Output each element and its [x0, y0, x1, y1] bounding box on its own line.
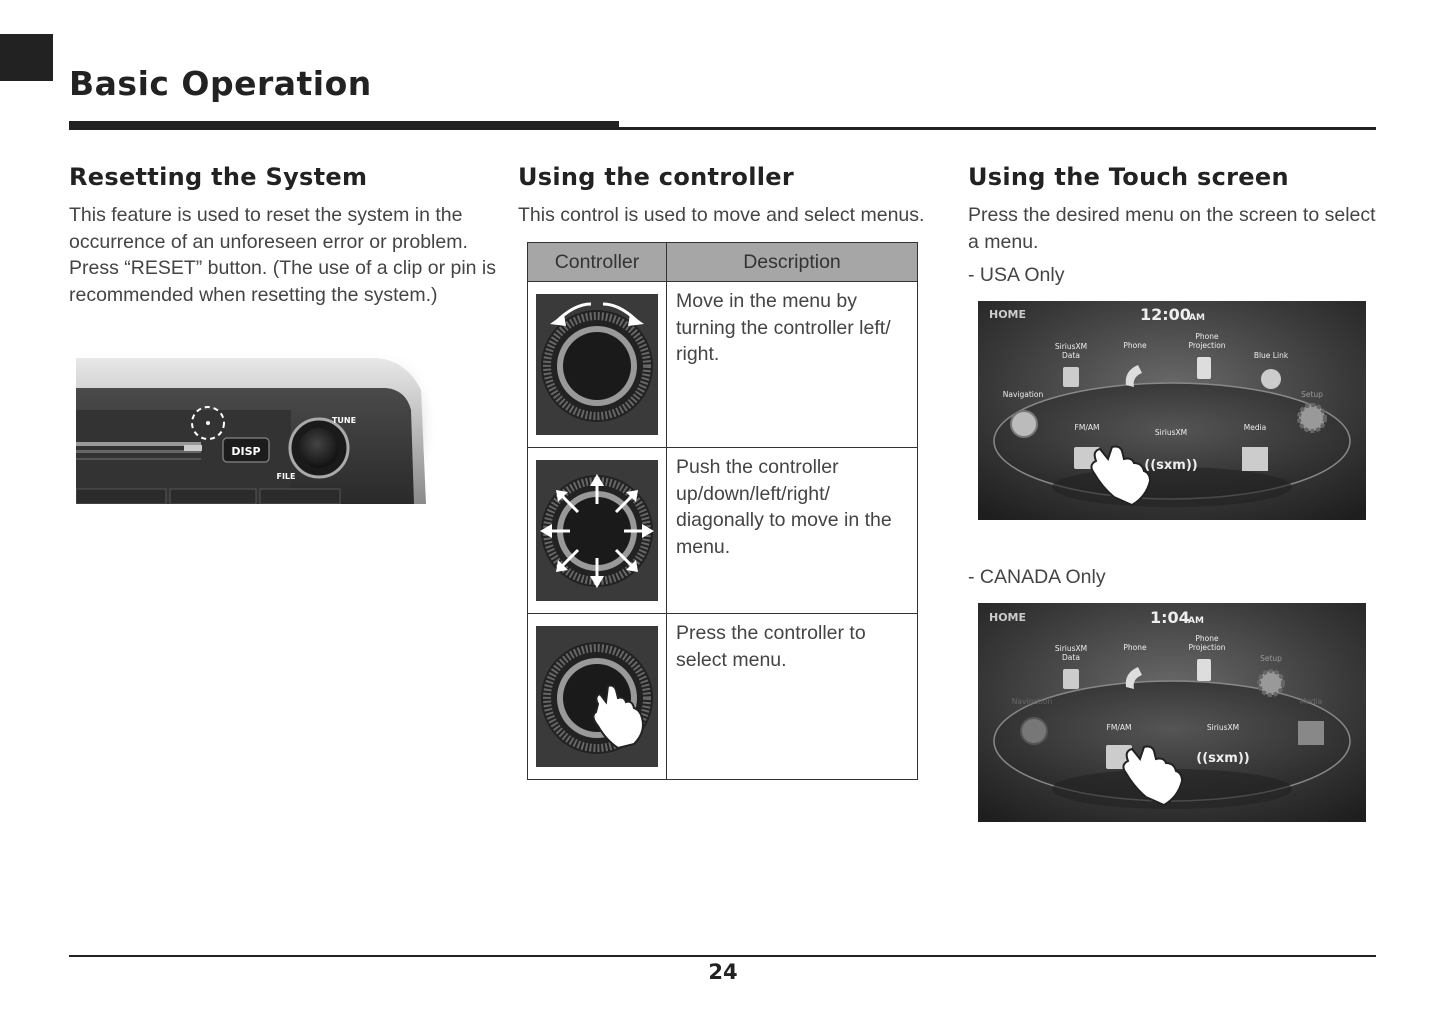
- menu-media-label: Media: [1300, 697, 1323, 706]
- touch-intro-line: a menu.: [968, 230, 1039, 253]
- menu-phone-projection-label-2: Projection: [1188, 643, 1225, 652]
- chapter-tab-marker: [0, 34, 53, 81]
- menu-fmam-label: FM/AM: [1075, 423, 1100, 432]
- phone-projection-icon: [1197, 659, 1211, 681]
- description-line: Move in the menu by: [676, 290, 858, 312]
- canada-label-text: - CANADA Only: [968, 566, 1106, 588]
- menu-setup-label: Setup: [1260, 654, 1282, 663]
- menu-media-label: Media: [1244, 423, 1267, 432]
- reset-body: This feature is used to reset the system…: [69, 202, 496, 308]
- title-rule-thick: [69, 121, 619, 130]
- description-line: Press the controller to: [676, 622, 866, 644]
- footer-rule: [69, 955, 1376, 957]
- tune-label: TUNE: [332, 416, 356, 425]
- setup-gear-icon: [1297, 403, 1327, 433]
- table-header-row: Controller Description: [527, 242, 918, 282]
- canada-only-label: - CANADA Only: [968, 564, 1106, 591]
- menu-setup-label: Setup: [1301, 390, 1323, 399]
- controller-table: Controller Description Move in t: [527, 242, 918, 780]
- menu-siriusxm-label: SiriusXM: [1155, 428, 1187, 437]
- controller-icon-cell: [527, 447, 667, 614]
- reset-line: This feature is used to reset the system…: [69, 204, 463, 226]
- file-label: FILE: [276, 472, 295, 481]
- menu-navigation-label: Navigation: [1003, 390, 1044, 399]
- menu-phone-projection-label: Phone: [1195, 332, 1219, 341]
- description-cell: Move in the menu by turning the controll…: [666, 281, 918, 448]
- menu-siriusxm-data-label-2: Data: [1062, 653, 1080, 662]
- menu-siriusxm-data-label-2: Data: [1062, 351, 1080, 360]
- page-number: 24: [708, 960, 738, 984]
- canada-home-screen: HOME 1:04 AM SiriusXM Data Phone Phone P…: [978, 603, 1366, 822]
- controller-intro: This control is used to move and select …: [518, 202, 924, 229]
- rotate-knob-icon: [536, 294, 658, 435]
- menu-blue-link-label: Blue Link: [1254, 351, 1289, 360]
- clock-time: 1:04: [1150, 608, 1190, 627]
- description-cell: Push the controller up/down/left/right/ …: [666, 447, 918, 614]
- reset-panel-illustration: DISP TUNE FILE: [76, 350, 438, 504]
- description-line: turning the controller left/: [676, 316, 891, 339]
- sxm-logo: ((sxm)): [1144, 458, 1197, 473]
- description-line: up/down/left/right/: [676, 482, 830, 505]
- title-rule-thin: [619, 127, 1376, 130]
- controller-heading: Using the controller: [518, 163, 794, 191]
- header-description: Description: [666, 242, 918, 282]
- menu-phone-label: Phone: [1123, 643, 1147, 652]
- navigation-compass-icon: [1020, 717, 1048, 745]
- siriusxm-data-icon: [1063, 367, 1079, 387]
- media-clapboard-icon: [1298, 721, 1324, 745]
- reset-line: recommended when resetting the system.): [69, 283, 438, 306]
- phone-projection-icon: [1197, 357, 1211, 379]
- controller-intro-line: This control is used to move and select …: [518, 204, 925, 226]
- siriusxm-data-icon: [1063, 669, 1079, 689]
- touch-hand-icon: [1090, 445, 1152, 507]
- reset-line: occurrence of an unforeseen error or pro…: [69, 230, 468, 253]
- description-line: Push the controller: [676, 456, 839, 478]
- touch-intro-line: Press the desired menu on the screen to …: [968, 204, 1376, 226]
- description-line: select menu.: [676, 648, 787, 671]
- touch-heading: Using the Touch screen: [968, 163, 1289, 191]
- table-row: Press the controller to select menu.: [527, 613, 918, 780]
- reset-heading: Resetting the System: [69, 163, 368, 191]
- menu-phone-projection-label: Phone: [1195, 634, 1219, 643]
- description-cell: Press the controller to select menu.: [666, 613, 918, 780]
- clock-time: 12:00: [1140, 305, 1191, 324]
- touch-intro: Press the desired menu on the screen to …: [968, 202, 1376, 255]
- home-label: HOME: [989, 611, 1026, 624]
- clock-ampm: AM: [1188, 616, 1204, 626]
- menu-siriusxm-label: SiriusXM: [1207, 723, 1239, 732]
- setup-gear-icon: [1257, 669, 1285, 697]
- table-row: Move in the menu by turning the controll…: [527, 281, 918, 448]
- sxm-logo: ((sxm)): [1196, 751, 1249, 766]
- reset-line: Press “RESET” button. (The use of a clip…: [69, 257, 497, 279]
- controller-icon-cell: [527, 613, 667, 780]
- menu-siriusxm-data-label: SiriusXM: [1055, 342, 1087, 351]
- description-line: diagonally to move in the: [676, 509, 892, 531]
- push-knob-icon: [536, 460, 658, 601]
- phone-icon: [1125, 667, 1142, 689]
- header-controller: Controller: [527, 242, 667, 282]
- disp-button-label: DISP: [231, 445, 260, 458]
- menu-phone-projection-label-2: Projection: [1188, 341, 1225, 350]
- media-clapboard-icon: [1242, 447, 1268, 471]
- usa-home-screen: HOME 12:00 AM SiriusXM Data Phone Phone …: [978, 301, 1366, 520]
- usa-label-text: - USA Only: [968, 264, 1065, 286]
- controller-icon-cell: [527, 281, 667, 448]
- press-knob-icon: [536, 626, 658, 767]
- menu-phone-label: Phone: [1123, 341, 1147, 350]
- usa-only-label: - USA Only: [968, 262, 1064, 289]
- navigation-compass-icon: [1010, 410, 1038, 438]
- description-line: right.: [676, 343, 720, 365]
- menu-navigation-label: Navigation: [1012, 697, 1053, 706]
- page-title: Basic Operation: [69, 64, 372, 103]
- table-row: Push the controller up/down/left/right/ …: [527, 447, 918, 614]
- description-line: menu.: [676, 535, 731, 558]
- touch-hand-icon: [1122, 745, 1184, 807]
- home-label: HOME: [989, 308, 1026, 321]
- clock-ampm: AM: [1189, 313, 1205, 323]
- phone-icon: [1125, 365, 1142, 387]
- menu-siriusxm-data-label: SiriusXM: [1055, 644, 1087, 653]
- blue-link-icon: [1261, 369, 1281, 389]
- menu-fmam-label: FM/AM: [1107, 723, 1132, 732]
